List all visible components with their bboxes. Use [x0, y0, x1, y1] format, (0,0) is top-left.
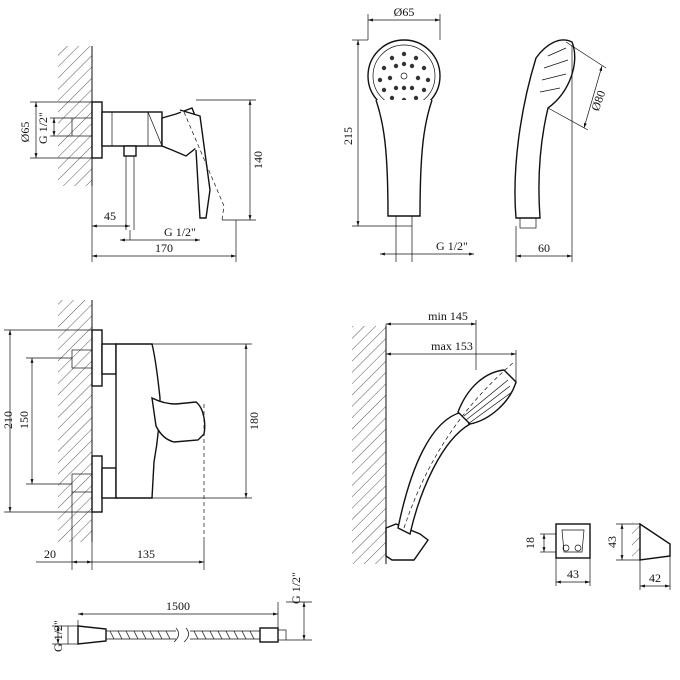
dim-holder-height: 43 [605, 536, 619, 548]
holder-wall [632, 522, 640, 560]
dim-flange-height: 210 [1, 411, 15, 429]
wall-hatch [58, 46, 92, 186]
hand-shower-side-view: Ø80 60 [514, 39, 608, 262]
outlet-connector [123, 145, 137, 157]
dim-head-diameter: Ø65 [394, 5, 415, 19]
upper-eccentric [101, 343, 117, 375]
holder-front [555, 523, 591, 559]
dim-hose-right-thread: G 1/2" [289, 572, 303, 604]
dim-front-depth: 135 [137, 547, 155, 561]
mixer-front-view: 210 150 180 20 135 [1, 300, 261, 570]
shower-hose-view: G 1/2" 1500 G 1/2" [51, 572, 312, 652]
mixer-front-body [115, 343, 161, 499]
spray-nozzles [377, 51, 431, 103]
holder-detail-views: 18 43 43 42 [523, 522, 671, 590]
wall-hatch-2 [58, 300, 92, 542]
dim-inlet-thread: G 1/2" [36, 112, 50, 144]
wall-flange [91, 101, 103, 159]
dim-hose-left-thread: G 1/2" [51, 620, 65, 652]
hose-left-thread [67, 625, 79, 645]
shower-handle [375, 99, 433, 217]
wall-hatch-3 [352, 326, 386, 564]
shower-side-body [514, 39, 576, 219]
dim-mixer-diameter: Ø65 [18, 122, 32, 143]
dim-body-height: 180 [247, 412, 261, 430]
dim-min-projection: min 145 [428, 309, 468, 323]
shower-holder-assembly: min 145 max 153 [352, 309, 517, 564]
hose-body-left [106, 630, 176, 640]
hand-shower-front-view: Ø65 215 G 1/2" [341, 5, 474, 262]
handle-thread [395, 215, 413, 227]
side-thread [519, 217, 537, 229]
hose-right-nut [259, 627, 279, 643]
lower-flange [91, 455, 103, 513]
hose-right-thread [277, 629, 287, 641]
lower-eccentric [101, 467, 117, 499]
dim-wall-offset: 20 [44, 547, 56, 561]
dim-mixer-height: 140 [251, 151, 265, 169]
dim-outlet-offset: 45 [104, 209, 116, 223]
mixer-front-handle [151, 396, 206, 443]
dim-head-outer-diameter: Ø80 [588, 89, 608, 113]
dim-inlet-spacing: 150 [17, 411, 31, 429]
inlet-thread [71, 117, 93, 137]
holder-side [639, 522, 671, 561]
hose-body-right [190, 630, 260, 640]
dim-shower-thread: G 1/2" [436, 239, 468, 253]
dim-max-projection: max 153 [431, 339, 473, 353]
dim-holder-hole: 18 [523, 537, 537, 549]
holder-shower-handle [397, 411, 471, 536]
mixer-side-view: Ø65 G 1/2" 45 G 1/2" 140 170 [18, 46, 265, 262]
mixer-lever [179, 109, 211, 219]
dim-hose-length: 1500 [166, 599, 190, 613]
dim-shower-depth: 60 [538, 241, 550, 255]
dim-outlet-thread: G 1/2" [164, 225, 196, 239]
dim-mixer-depth: 170 [155, 241, 173, 255]
dim-holder-depth: 42 [649, 571, 661, 585]
hose-break-mark [173, 627, 189, 643]
hose-left-nut [77, 625, 107, 645]
dim-holder-width: 43 [567, 567, 579, 581]
upper-flange [91, 329, 103, 387]
dim-shower-length: 215 [341, 127, 355, 145]
mixer-body [101, 111, 163, 147]
